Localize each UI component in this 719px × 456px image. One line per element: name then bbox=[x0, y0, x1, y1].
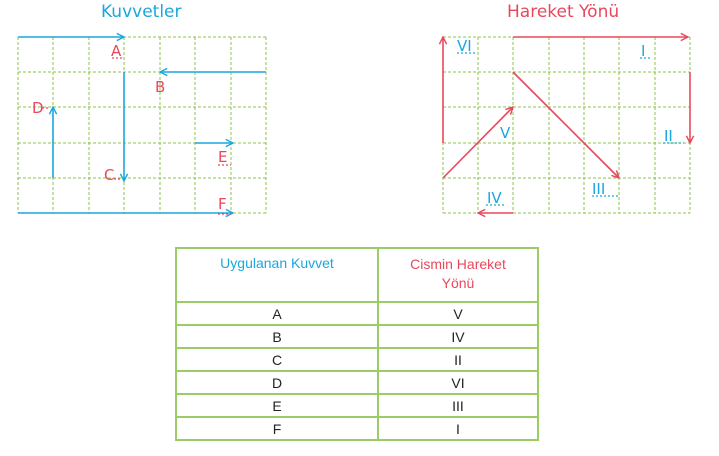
table-row: C II bbox=[175, 347, 539, 372]
force-cell: A bbox=[175, 301, 379, 326]
motion-arrow-iii bbox=[512, 71, 619, 178]
force-cell: F bbox=[175, 416, 379, 441]
direction-cell: IV bbox=[377, 324, 539, 349]
force-cell: D bbox=[175, 370, 379, 395]
force-cell: E bbox=[175, 393, 379, 418]
header-applied-force: Uygulanan Kuvvet bbox=[175, 247, 379, 303]
table-row: B IV bbox=[175, 324, 539, 349]
force-label-f: F bbox=[218, 195, 227, 213]
force-cell: C bbox=[175, 347, 379, 372]
motion-label-vi: VI bbox=[457, 37, 472, 55]
force-label-d: D bbox=[32, 99, 44, 117]
direction-cell: VI bbox=[377, 370, 539, 395]
direction-cell: II bbox=[377, 347, 539, 372]
force-label-e: E bbox=[218, 148, 227, 166]
forces-title: Kuvvetler bbox=[101, 2, 182, 22]
table-row: D VI bbox=[175, 370, 539, 395]
direction-cell: I bbox=[377, 416, 539, 441]
motion-label-iv: IV bbox=[487, 189, 502, 207]
direction-cell: V bbox=[377, 301, 539, 326]
force-label-b: B bbox=[155, 78, 165, 96]
motion-arrow-v bbox=[442, 107, 513, 179]
table-header-row: Uygulanan Kuvvet Cismin Hareket Yönü bbox=[175, 247, 539, 303]
table-row: E III bbox=[175, 393, 539, 418]
table-row: A V bbox=[175, 301, 539, 326]
motion-direction-diagram: I II III IV V VI bbox=[0, 0, 719, 240]
direction-cell: III bbox=[377, 393, 539, 418]
header-motion-direction: Cismin Hareket Yönü bbox=[377, 247, 539, 303]
motion-label-v: V bbox=[500, 124, 511, 142]
motion-label-iii: III bbox=[592, 180, 605, 198]
force-label-a: A bbox=[111, 42, 122, 60]
force-direction-table: Uygulanan Kuvvet Cismin Hareket Yönü A V… bbox=[175, 247, 539, 441]
forces-grid-diagram: A B C D E F bbox=[17, 0, 267, 240]
header-motion-direction-line1: Cismin Hareket bbox=[410, 256, 506, 272]
motion-label-i: I bbox=[641, 42, 645, 60]
motion-direction-title: Hareket Yönü bbox=[507, 2, 620, 22]
table-row: F I bbox=[175, 416, 539, 441]
header-motion-direction-line2: Yönü bbox=[441, 275, 475, 291]
force-label-c: C bbox=[104, 166, 114, 184]
motion-label-ii: II bbox=[664, 127, 673, 145]
force-cell: B bbox=[175, 324, 379, 349]
